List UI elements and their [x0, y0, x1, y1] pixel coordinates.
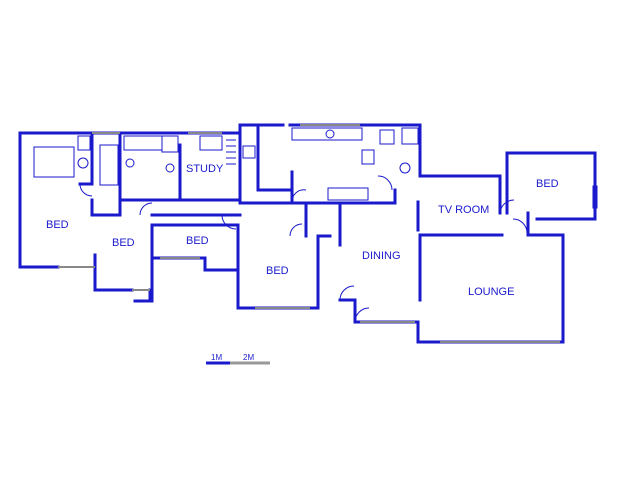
room-label-study: STUDY: [186, 163, 224, 175]
walls: [18, 123, 597, 344]
room-label-bed-center: BED: [186, 235, 209, 247]
door-swings: [79, 175, 528, 323]
room-label-tv-room: TV ROOM: [438, 204, 490, 216]
scale-label-2m: 2M: [243, 353, 255, 362]
room-label-lounge: LOUNGE: [468, 286, 515, 298]
fixtures: [33, 127, 598, 209]
windows: [58, 124, 560, 343]
room-label-bed-right: BED: [536, 178, 559, 190]
room-label-bed-mid: BED: [112, 237, 135, 249]
room-label-bed-south: BED: [266, 265, 289, 277]
scale-label-1m: 1M: [211, 353, 223, 362]
room-label-dining: DINING: [362, 250, 401, 262]
room-label-bed-left: BED: [46, 219, 69, 231]
